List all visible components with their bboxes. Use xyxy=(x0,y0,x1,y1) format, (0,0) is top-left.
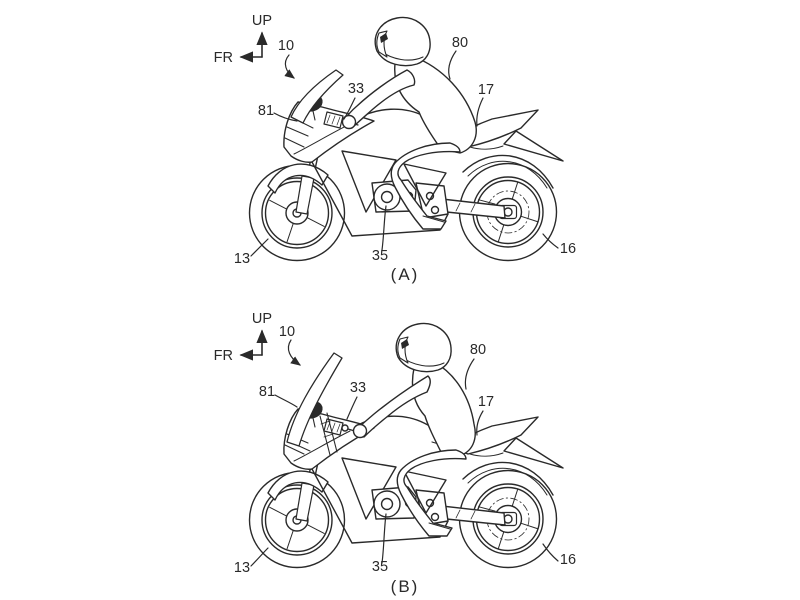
rider-b xyxy=(352,322,476,537)
ref-label-13: 13 xyxy=(234,560,250,576)
rider-hand xyxy=(352,423,368,439)
rider-helmet xyxy=(395,322,452,373)
rider-a xyxy=(341,16,477,230)
figure-b: UP FR 10 81 33 80 17 13 35 16 (B) xyxy=(214,311,576,596)
ref-label-16: 16 xyxy=(560,552,576,568)
leader-lines xyxy=(250,339,559,567)
ref-label-80: 80 xyxy=(452,35,468,51)
rider-helmet xyxy=(374,16,431,67)
rider-torso xyxy=(411,359,476,457)
ref-label-10: 10 xyxy=(278,38,294,54)
rider-arm xyxy=(344,69,416,129)
ref-label-80: 80 xyxy=(470,342,486,358)
rider-arm xyxy=(356,375,431,438)
axis-label-up: UP xyxy=(252,311,272,327)
up-fr-axis xyxy=(239,31,268,63)
up-fr-axis xyxy=(239,329,268,361)
ref-label-33: 33 xyxy=(350,380,366,396)
figure-a: UP FR 10 81 33 80 17 13 35 16 (A) xyxy=(214,13,576,284)
ref-label-17: 17 xyxy=(478,394,494,410)
ref-label-10: 10 xyxy=(279,324,295,340)
ref-label-35: 35 xyxy=(372,248,388,264)
ref-label-81: 81 xyxy=(259,384,275,400)
ref-label-35: 35 xyxy=(372,559,388,575)
axis-label-fr: FR xyxy=(214,348,233,364)
axis-label-up: UP xyxy=(252,13,272,29)
ref-label-81: 81 xyxy=(258,103,274,119)
axis-label-fr: FR xyxy=(214,50,233,66)
ref-label-17: 17 xyxy=(478,82,494,98)
windscreen-lowered xyxy=(290,69,344,129)
figure-a-caption: (A) xyxy=(391,265,420,284)
figure-b-caption: (B) xyxy=(391,577,420,596)
ref-label-13: 13 xyxy=(234,251,250,267)
windscreen-raised xyxy=(286,352,343,456)
leader-lines xyxy=(250,50,559,257)
rider-hand xyxy=(341,114,357,130)
ref-label-33: 33 xyxy=(348,81,364,97)
ref-label-16: 16 xyxy=(560,241,576,257)
